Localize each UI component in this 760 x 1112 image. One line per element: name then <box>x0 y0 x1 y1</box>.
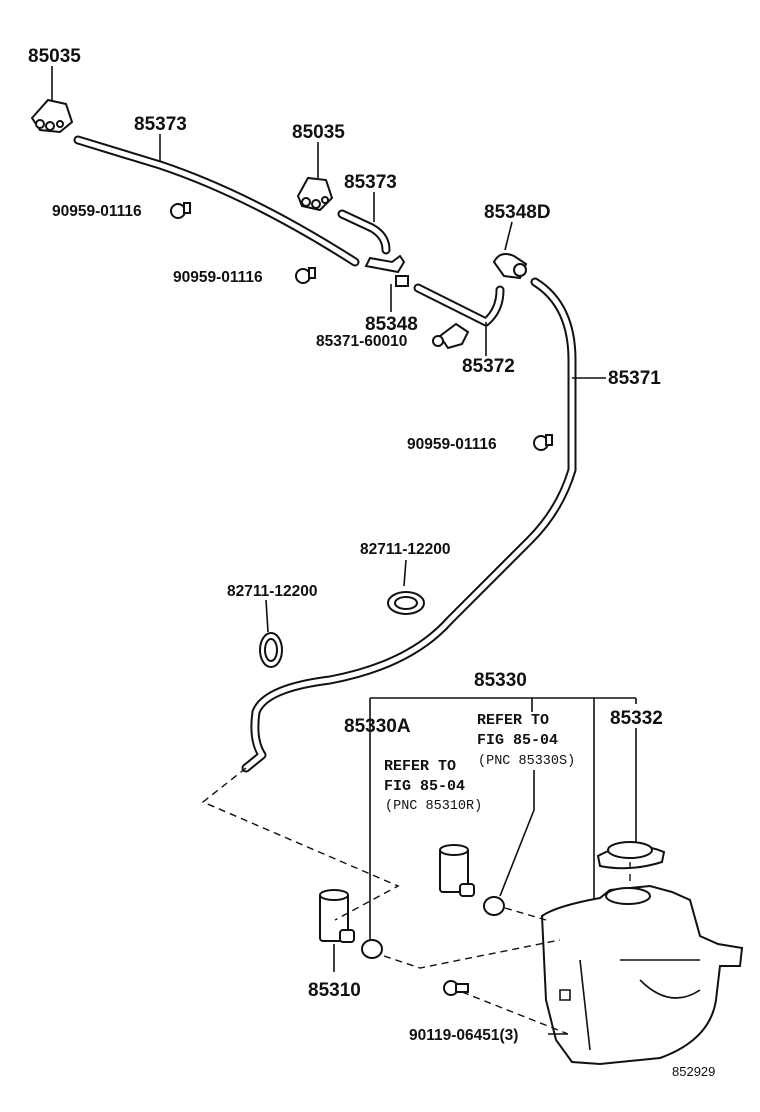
label-tank-assy: 85330 <box>474 670 527 691</box>
note-refer-a-line3: (PNC 85330S) <box>478 754 575 769</box>
hose-85371-main <box>241 277 577 773</box>
tee-joint-icon <box>364 254 409 287</box>
label-hose-short: 85373 <box>344 172 397 193</box>
label-motor: 85310 <box>308 980 361 1001</box>
label-tee-joint: 85348 <box>365 314 418 335</box>
hose-85373-long <box>73 135 360 267</box>
label-clip-3: 90959-01116 <box>407 436 497 453</box>
hose-clamp-icon <box>259 632 283 668</box>
label-nozzle-left: 85035 <box>28 46 81 67</box>
figure-number: 852929 <box>672 1064 715 1079</box>
bracket-icon <box>432 322 470 350</box>
washer-tank-icon <box>540 884 744 1066</box>
label-clamp-1: 82711-12200 <box>360 541 451 558</box>
grommet-icon <box>483 896 505 916</box>
label-cap: 85332 <box>610 708 663 729</box>
clip-icon <box>170 202 191 219</box>
note-refer-a-line1: REFER TO <box>477 712 549 729</box>
hose-85373-short <box>337 209 391 255</box>
washer-motor-icon <box>439 844 475 897</box>
label-clamp-2: 82711-12200 <box>227 583 318 600</box>
note-refer-b-line2: FIG 85-04 <box>384 778 465 795</box>
note-refer-a-line2: FIG 85-04 <box>477 732 558 749</box>
hose-clamp-icon <box>387 591 425 615</box>
label-bolt: 90119-06451(3) <box>409 1027 518 1044</box>
label-nozzle-right: 85035 <box>292 122 345 143</box>
nozzle-icon <box>296 176 334 212</box>
label-check-valve: 85348D <box>484 202 551 223</box>
grommet-icon <box>361 939 383 959</box>
label-clip-2: 90959-01116 <box>173 269 263 286</box>
check-valve-icon <box>492 253 528 280</box>
label-hose-main: 85371 <box>608 368 661 389</box>
note-refer-b-line3: (PNC 85310R) <box>385 799 482 814</box>
nozzle-icon <box>30 98 74 134</box>
clip-icon <box>533 434 553 451</box>
label-grommet: 85330A <box>344 716 411 737</box>
note-refer-b-line1: REFER TO <box>384 758 456 775</box>
label-hose-long: 85373 <box>134 114 187 135</box>
label-clip-1: 90959-01116 <box>52 203 142 220</box>
tank-cap-icon <box>596 841 666 870</box>
hose-85372 <box>413 283 505 327</box>
washer-motor-icon <box>319 889 355 943</box>
clip-icon <box>295 267 316 284</box>
label-hose-mid: 85372 <box>462 356 515 377</box>
label-bracket: 85371-60010 <box>316 333 407 350</box>
